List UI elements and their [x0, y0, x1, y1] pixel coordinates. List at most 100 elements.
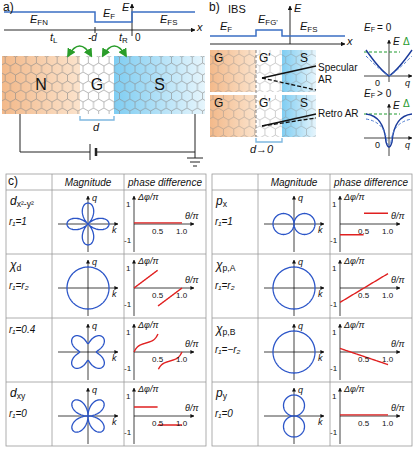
- hopping-arrow: [103, 46, 126, 56]
- axis-label: k: [318, 417, 323, 427]
- dispersion-curve: [366, 56, 412, 76]
- q-axis: [294, 260, 295, 316]
- theta-axis: [340, 416, 400, 417]
- magnitude-curve: [67, 267, 109, 309]
- tick-label: 1: [332, 200, 336, 209]
- axis-label: Δφ/π: [344, 192, 364, 202]
- axis-label: Δφ/π: [344, 256, 364, 266]
- table-rule: [6, 318, 206, 319]
- theta-axis: [134, 288, 194, 289]
- phase-curve: [134, 334, 182, 369]
- subscript: F: [371, 92, 375, 100]
- battery-plate: [90, 144, 91, 160]
- q-axis: [88, 260, 89, 316]
- honeycomb-lattice: [2, 56, 205, 114]
- axis-label: k: [112, 353, 117, 363]
- axis-label: θ/π: [391, 275, 404, 285]
- text-run: > 0: [377, 88, 391, 100]
- ratio-label: r₁=0: [215, 408, 233, 420]
- table-rule: [6, 254, 206, 255]
- axis-label: E: [294, 2, 301, 15]
- dispersion-curve: [366, 50, 412, 76]
- phase-axis: [340, 388, 341, 444]
- tick-label: 1: [126, 200, 130, 209]
- x-axis: [4, 30, 195, 31]
- tick-label: 0: [375, 78, 380, 88]
- column-header: phase difference: [334, 177, 408, 189]
- axis-label: q: [92, 385, 97, 395]
- gap-line: [364, 52, 400, 53]
- axis-label: Δφ/π: [138, 192, 158, 202]
- axis-label: x: [197, 21, 203, 34]
- tick-label: 0.5: [152, 227, 163, 236]
- axis-label: k: [318, 353, 323, 363]
- table-rule: [6, 382, 206, 383]
- tick-label: -1: [330, 300, 337, 309]
- axis-label: θ/π: [185, 339, 198, 349]
- phase-axis: [134, 196, 135, 252]
- table-rule: [52, 174, 53, 446]
- hopping-label: t: [119, 31, 122, 44]
- ratio-label: r₁=0: [9, 408, 27, 420]
- phase-curve: [340, 274, 388, 303]
- table-rule: [212, 318, 412, 319]
- ratio-label: r₁=r₂: [9, 280, 28, 292]
- tick-label: -1: [124, 428, 131, 437]
- region-label: S: [300, 97, 308, 111]
- subscript: p,A: [223, 264, 236, 274]
- region-band: N: [2, 56, 80, 114]
- tick-label: 0.5: [152, 291, 163, 300]
- tick-label: 0.5: [152, 355, 163, 364]
- axis-label: k: [112, 289, 117, 299]
- width-label: d: [93, 121, 99, 134]
- honeycomb-lattice: [210, 95, 316, 137]
- ratio-label: r₁=r₂: [215, 280, 234, 292]
- hopping-label: t: [50, 31, 53, 44]
- region-label: G: [91, 76, 103, 94]
- q-axis: [88, 324, 89, 380]
- panel-letter: c): [8, 175, 18, 189]
- ground-symbol: [187, 152, 203, 166]
- tick-label: 1: [126, 392, 130, 401]
- table-rule: [124, 174, 125, 446]
- position-label: -d: [88, 32, 97, 44]
- q-axis: [364, 138, 412, 139]
- column-header: Magnitude: [65, 177, 112, 189]
- tick-label: 1.0: [382, 291, 393, 300]
- axis-label: Δφ/π: [138, 320, 158, 330]
- magnitude-curve: [284, 395, 305, 437]
- axis-label: E: [393, 100, 400, 112]
- energy-label: E: [258, 13, 265, 26]
- axis-label: k: [318, 289, 323, 299]
- region-label: G: [214, 52, 223, 66]
- theta-axis: [134, 352, 194, 353]
- axis-label: E: [393, 36, 400, 48]
- axis-label: x: [347, 35, 353, 48]
- subscript: R: [122, 36, 128, 45]
- axis-label: q: [405, 140, 410, 150]
- axis-label: θ/π: [391, 403, 404, 413]
- axis-label: θ/π: [391, 339, 404, 349]
- magnitude-curve: [273, 331, 315, 373]
- position-label: 0: [135, 32, 141, 44]
- e-axis: [290, 6, 291, 44]
- boundary-line: [256, 50, 257, 137]
- axis-label: Δφ/π: [138, 256, 158, 266]
- process-label: Specular AR: [318, 62, 360, 85]
- panel-letter: b): [209, 1, 220, 15]
- table-rule: [6, 190, 206, 191]
- tick-label: 1: [332, 392, 336, 401]
- theta-axis: [134, 224, 194, 225]
- magnitude-curve: [67, 203, 109, 245]
- tick-label: 1: [332, 264, 336, 273]
- energy-diagram-a: [4, 4, 195, 36]
- order-symbol: d: [10, 195, 17, 209]
- order-symbol: p: [216, 387, 223, 401]
- incident-path: [262, 114, 316, 126]
- axis-label: Δφ/π: [138, 384, 158, 394]
- circuit: [20, 114, 203, 166]
- tick-label: 1: [332, 328, 336, 337]
- subscript: xy: [17, 392, 26, 402]
- subscript: d: [17, 264, 22, 274]
- subscript: F: [110, 12, 115, 21]
